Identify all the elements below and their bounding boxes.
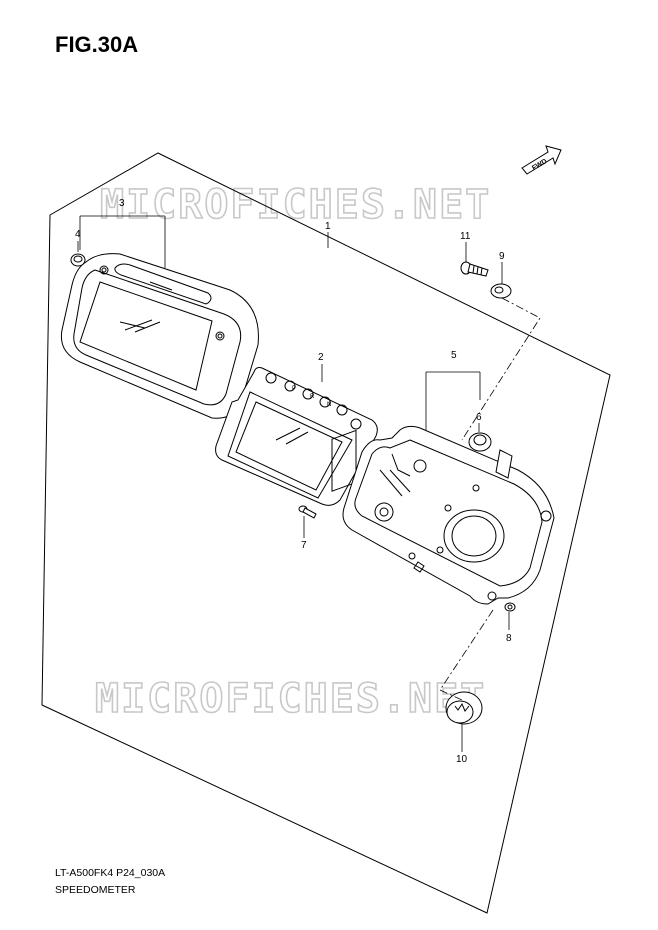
part-4-plug [70,253,86,267]
part-7-screw [298,505,317,519]
part-10-socket [445,691,483,725]
assembly-boundary [41,152,611,914]
watermark-top: MICROFICHES.NET [100,182,491,228]
part-6-grommet [468,432,492,452]
callout-1: 1 [325,221,331,232]
callout-6: 6 [476,412,482,423]
part-11-screw [460,261,489,277]
alignment-lines [439,297,541,701]
fwd-label: FWD [531,158,548,172]
gear-letter-r: R [310,394,315,400]
section-name: SPEEDOMETER [55,884,136,896]
part-9-washer [490,283,512,299]
fwd-arrow-icon: FWD [521,145,562,175]
callout-5: 5 [451,350,457,361]
gear-letter-n: N [327,402,331,408]
watermark-bottom: MICROFICHES.NET [95,676,486,722]
model-code: LT-A500FK4 P24_030A [55,867,166,879]
callout-2: 2 [318,352,324,363]
figure-title: FIG.30A [55,32,139,57]
callout-4: 4 [75,229,81,240]
part-2-lcd-panel [215,367,378,506]
part-3-lens-cover [60,253,259,419]
part-5-meter-case [342,425,555,605]
leader-lines [77,215,510,752]
callout-11: 11 [460,231,471,242]
callout-3: 3 [119,198,125,209]
gear-letter-p: P [292,386,296,392]
callout-10: 10 [456,754,468,765]
callout-8: 8 [506,633,512,644]
callout-9: 9 [499,251,505,262]
part-8-screw [504,602,516,612]
callout-7: 7 [301,540,307,551]
